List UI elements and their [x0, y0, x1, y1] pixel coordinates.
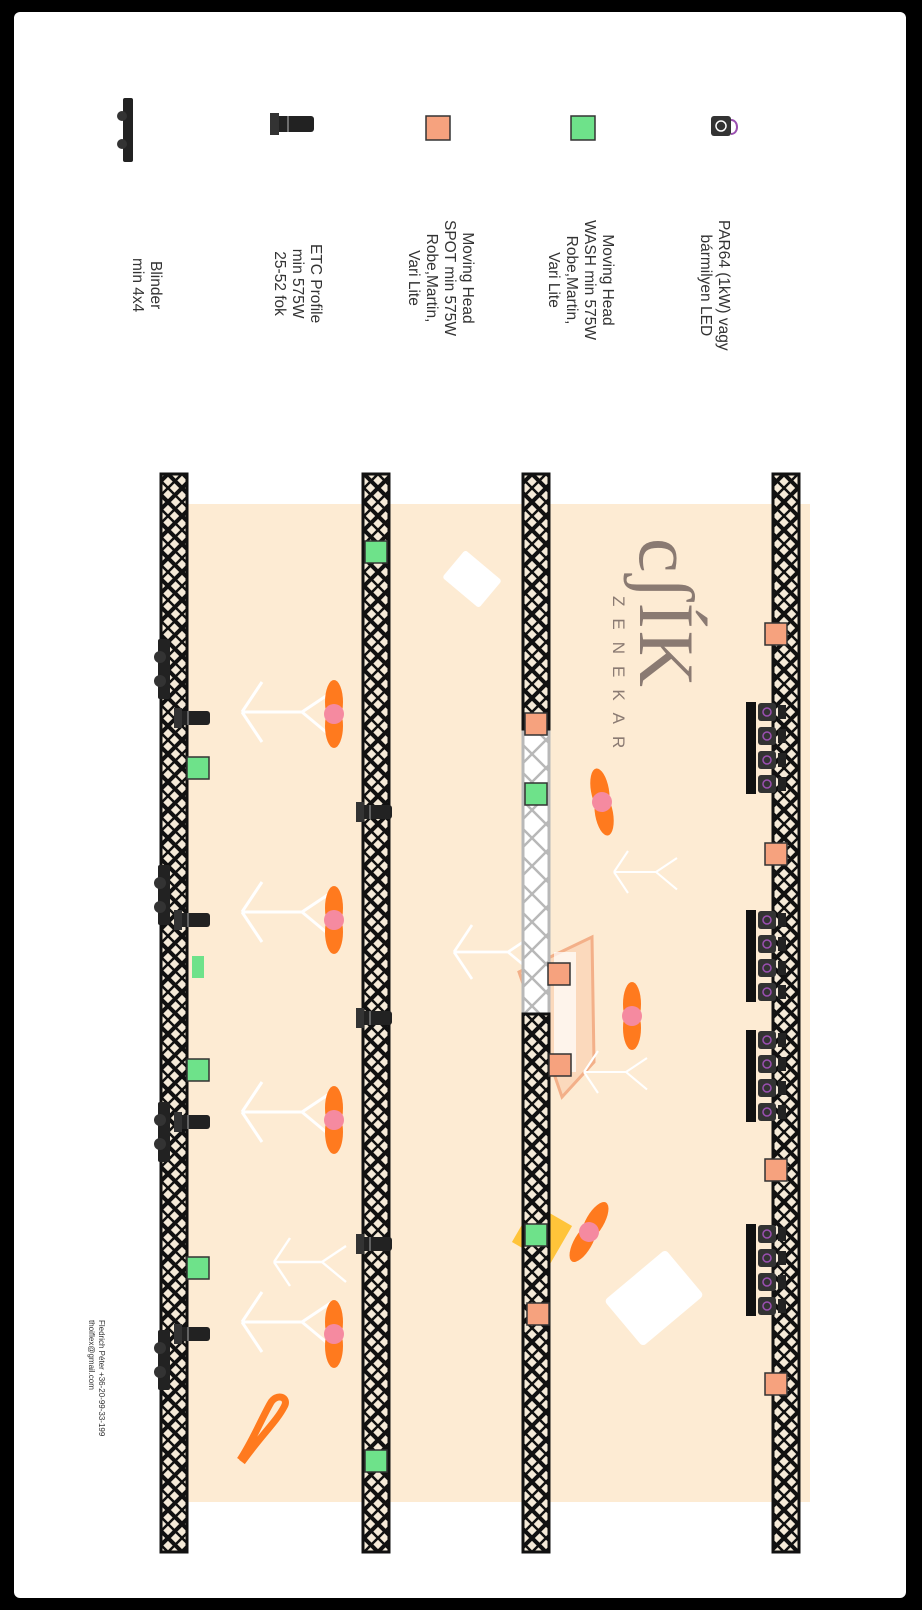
- legend-label-par64: PAR64 (1kW) vagy bármilyen LED: [697, 220, 732, 351]
- band-logo-subtitle: ZENEKAR: [609, 596, 628, 761]
- blinder: [154, 639, 170, 699]
- moving-head-spot: [526, 1302, 550, 1326]
- par-bar: [746, 1224, 786, 1316]
- blinder: [154, 1102, 170, 1162]
- moving-head-wash: [364, 1449, 388, 1473]
- etc-profile-icon: [270, 113, 314, 135]
- musician: [622, 982, 642, 1050]
- legend-label-spot: Moving Head SPOT min 575W Robe,Martin, V…: [405, 220, 476, 337]
- band-logo-mark: cʃÍK: [623, 538, 710, 689]
- musician: [324, 1300, 344, 1368]
- par64-icon: [711, 116, 738, 136]
- musician: [324, 680, 344, 748]
- moving-head-wash-icon: [570, 115, 596, 141]
- stage-plot-drawing: [117, 98, 810, 1554]
- moving-head-spot: [764, 842, 788, 866]
- moving-head-wash: [524, 1223, 548, 1247]
- mic-stand: [452, 924, 536, 980]
- legend-label-blinder: Blinder min 4x4: [129, 258, 164, 313]
- moving-head-wash-partial: [192, 956, 204, 978]
- mic-stand: [240, 681, 333, 743]
- moving-head-spot: [524, 712, 548, 736]
- musician: [569, 1202, 609, 1262]
- truss-mid-lower: [521, 1012, 551, 1554]
- truss-front: [159, 472, 189, 1554]
- moving-head-spot: [764, 1158, 788, 1182]
- legend-label-wash: Moving Head WASH min 575W Robe,Martin, V…: [545, 220, 616, 341]
- moving-head-wash: [524, 782, 548, 806]
- moving-head-spot: [547, 962, 571, 986]
- riser-large: [605, 1250, 703, 1346]
- moving-head-spot-icon: [425, 115, 451, 141]
- etc-profile: [174, 708, 210, 728]
- blinder: [154, 865, 170, 925]
- etc-profile: [356, 1008, 392, 1028]
- riser-small: [443, 551, 501, 607]
- moving-head-wash: [186, 1058, 210, 1082]
- musician: [324, 886, 344, 954]
- stage-plot-frame: PAR64 (1kW) vagy bármilyen LED Moving He…: [14, 12, 906, 1598]
- band-logo: cʃÍK ZENEKAR: [608, 538, 710, 761]
- stage-plot: PAR64 (1kW) vagy bármilyen LED Moving He…: [14, 12, 906, 1598]
- etc-profile: [356, 802, 392, 822]
- par-bar: [746, 702, 786, 794]
- blinder-icon: [117, 98, 133, 162]
- guitar: [237, 1393, 289, 1465]
- moving-head-spot: [548, 1053, 572, 1077]
- etc-profile: [356, 1234, 392, 1254]
- etc-profile: [174, 1112, 210, 1132]
- mic-stand: [273, 1237, 347, 1287]
- moving-head-wash: [186, 756, 210, 780]
- etc-profile: [174, 910, 210, 930]
- moving-head-spot: [764, 1372, 788, 1396]
- mic-stand: [240, 1081, 333, 1143]
- truss-mid-upper: [521, 472, 551, 734]
- blinder: [154, 1330, 170, 1390]
- truss-mid-drum-gap: [521, 730, 551, 1016]
- mic-stand: [613, 850, 678, 894]
- musician: [590, 768, 614, 836]
- legend-label-etc-profile: ETC Profile min 575W 25-52 fok: [271, 244, 324, 324]
- mic-stand: [240, 1291, 333, 1353]
- moving-head-spot: [764, 622, 788, 646]
- moving-head-wash: [186, 1256, 210, 1280]
- par-bar: [746, 1030, 786, 1122]
- mic-stand: [240, 881, 333, 943]
- mic-stand: [583, 1050, 648, 1094]
- musician: [324, 1086, 344, 1154]
- designer-credit: Fledrich Péter +36-20-99-33-199 thoiflex…: [87, 1320, 106, 1437]
- stage-floor: [182, 504, 810, 1502]
- par-bar: [746, 910, 786, 1002]
- etc-profile: [174, 1324, 210, 1344]
- moving-head-wash: [364, 540, 388, 564]
